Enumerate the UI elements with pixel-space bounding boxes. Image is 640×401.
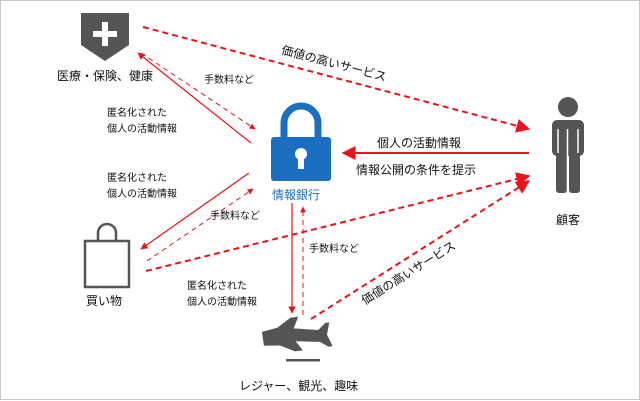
anon-info-label-shopping: 匿名化された 個人の活動情報 (107, 171, 177, 203)
anon-info-line2: 個人の活動情報 (107, 124, 177, 135)
customer-to-bank-label: 個人の活動情報 (377, 136, 462, 150)
arrow-medical-customer (142, 26, 531, 133)
arrow-leisure-customer (310, 180, 531, 320)
leisure-label: レジャー、観光、趣味 (239, 379, 359, 393)
anon-info-line1: 匿名化された (187, 281, 247, 292)
padlock-icon (271, 102, 331, 181)
anon-info-line2: 個人の活動情報 (187, 297, 257, 308)
airplane-icon (261, 316, 333, 362)
arrow-bank-shopping-info (140, 172, 250, 250)
shopping-bag-icon (83, 222, 131, 289)
shopping-label: 買い物 (86, 294, 123, 308)
bank-label: 情報銀行 (272, 188, 321, 202)
anon-info-line1: 匿名化された (107, 108, 167, 119)
arrow-medical-bank-fee (140, 52, 256, 130)
person-icon (552, 97, 584, 193)
fee-label-medical: 手数料など (204, 75, 254, 86)
anon-info-label-leisure: 匿名化された 個人の活動情報 (187, 279, 257, 311)
arrow-shopping-customer (145, 172, 531, 272)
arrow-bank-medical-info (137, 52, 252, 144)
anon-info-line1: 匿名化された (107, 173, 167, 184)
anon-info-line2: 個人の活動情報 (107, 189, 177, 200)
customer-label: 顧客 (556, 213, 581, 227)
bank-to-customer-label: 情報公開の条件を提示 (356, 163, 477, 177)
medical-plus-icon (81, 13, 129, 61)
medical-label: 医療・保険、健康 (57, 69, 154, 83)
arrow-shopping-bank-fee (146, 188, 254, 262)
fee-label-leisure: 手数料など (309, 244, 359, 255)
anon-info-label-medical: 匿名化された 個人の活動情報 (107, 106, 177, 138)
fee-label-shopping: 手数料など (210, 211, 260, 222)
